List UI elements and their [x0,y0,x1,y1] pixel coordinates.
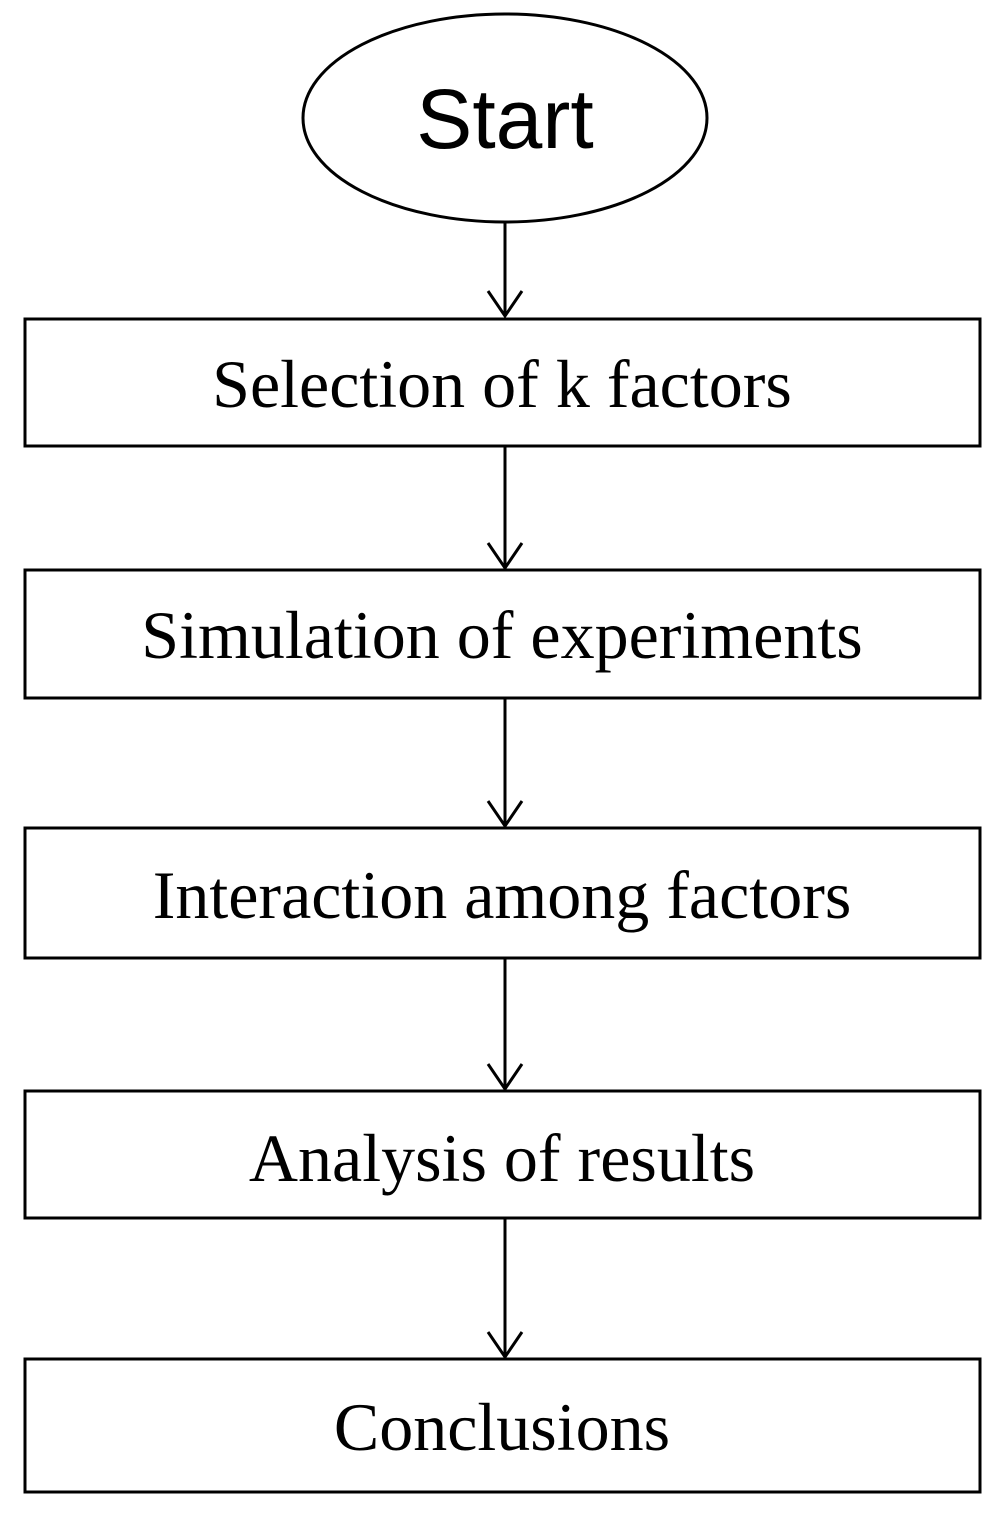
step-box [23,826,982,960]
arrow-step-1-to-step-2 [486,446,524,571]
step-box [23,317,982,448]
arrow-step-2-to-step-3 [486,698,524,829]
arrow-step-4-to-step-5 [486,1218,524,1360]
start-node: Start [301,12,709,224]
step-node-2: Simulation of experiments [23,568,982,700]
step-box [23,568,982,700]
step-node-3: Interaction among factors [23,826,982,960]
step-node-4: Analysis of results [23,1089,982,1220]
step-box [23,1357,982,1494]
start-label: Start [416,72,593,166]
step-node-5: Conclusions [23,1357,982,1494]
step-node-1: Selection of k factors [23,317,982,448]
arrow-start-to-step-1 [486,222,524,319]
arrow-step-3-to-step-4 [486,958,524,1092]
step-box [23,1089,982,1220]
step-label: Analysis of results [249,1120,755,1196]
step-label: Simulation of experiments [141,597,862,673]
step-label: Conclusions [334,1389,670,1465]
step-label: Interaction among factors [153,857,852,933]
step-label: Selection of k factors [212,346,792,422]
